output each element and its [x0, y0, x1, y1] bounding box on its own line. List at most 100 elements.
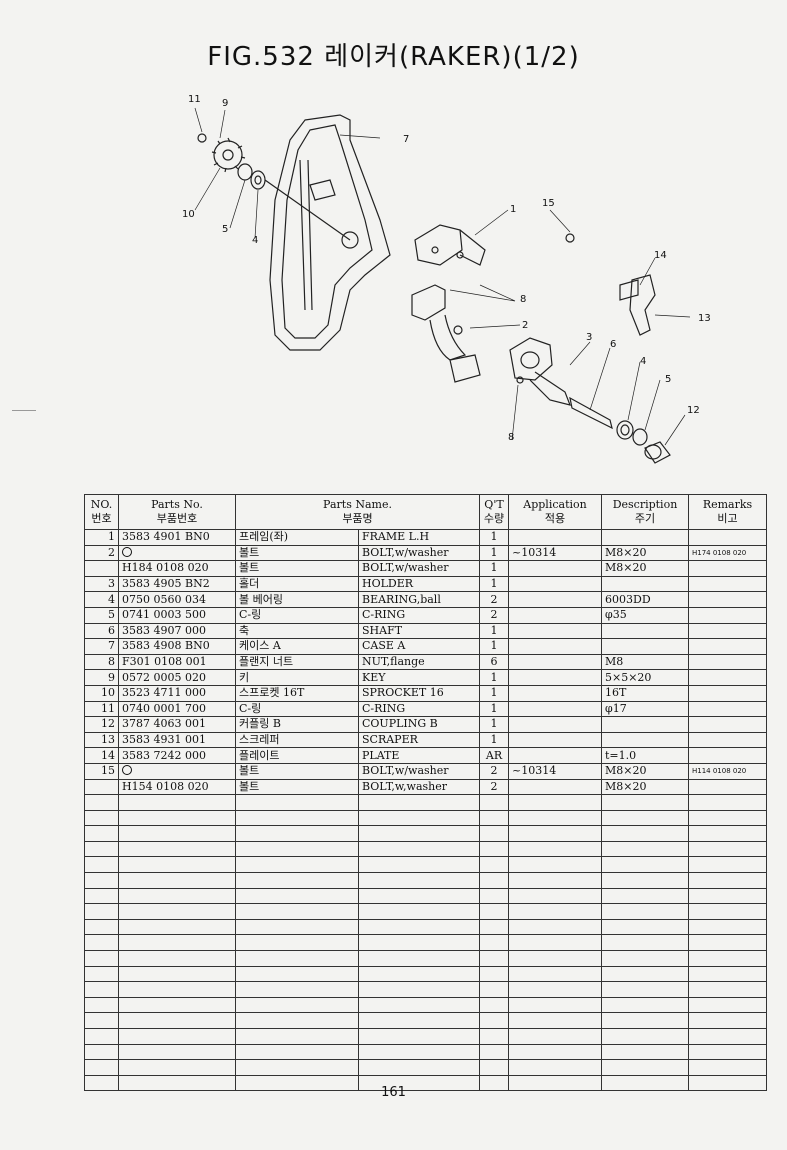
item-number-cell: 2 [84, 544, 119, 562]
empty-cell [479, 1043, 509, 1061]
empty-table-row [84, 918, 767, 936]
callout-5b: 5 [665, 374, 671, 385]
empty-cell [601, 840, 689, 858]
application-cell [508, 669, 602, 686]
empty-cell [358, 965, 480, 983]
item-number-cell [84, 778, 119, 796]
empty-cell [118, 950, 236, 967]
quantity-cell: 1 [479, 622, 509, 640]
empty-cell [688, 934, 767, 952]
empty-cell [84, 887, 119, 905]
empty-cell [358, 1012, 480, 1029]
quantity-cell: 2 [479, 778, 509, 796]
empty-cell [688, 965, 767, 983]
empty-table-row [84, 934, 767, 952]
empty-cell [688, 1059, 767, 1076]
empty-table-row [84, 809, 767, 827]
name-ko-cell: 축 [235, 622, 359, 640]
empty-cell [508, 794, 602, 811]
empty-cell [118, 840, 236, 858]
empty-cell [235, 1012, 359, 1029]
description-cell [601, 622, 689, 640]
empty-cell [358, 1028, 480, 1045]
empty-cell [84, 825, 119, 842]
empty-cell [235, 856, 359, 874]
remarks-cell [688, 638, 767, 655]
remarks-cell [688, 560, 767, 577]
empty-cell [235, 840, 359, 858]
callout-12: 12 [687, 405, 700, 416]
name-ko-cell: 프레임(좌) [235, 529, 359, 546]
empty-cell [601, 887, 689, 905]
name-ko-cell: 스프로켓 16T [235, 684, 359, 702]
empty-cell [235, 887, 359, 905]
empty-cell [84, 965, 119, 983]
description-cell [601, 731, 689, 749]
empty-cell [508, 950, 602, 967]
empty-cell [358, 1059, 480, 1076]
callout-6: 6 [610, 339, 616, 350]
empty-cell [84, 840, 119, 858]
remarks-cell: H114 0108 020 [688, 762, 767, 780]
part-number-cell: 3583 4907 000 [118, 622, 236, 640]
empty-cell [118, 809, 236, 827]
application-cell [508, 731, 602, 749]
empty-cell [688, 856, 767, 874]
empty-cell [688, 1074, 767, 1092]
name-ko-cell: 볼트 [235, 778, 359, 796]
empty-cell [84, 1028, 119, 1045]
empty-cell [601, 981, 689, 998]
empty-cell [688, 809, 767, 827]
empty-cell [601, 809, 689, 827]
empty-table-row [84, 1028, 767, 1045]
application-cell [508, 591, 602, 608]
empty-cell [84, 934, 119, 952]
empty-cell [479, 809, 509, 827]
callout-9: 9 [222, 98, 228, 109]
name-en-cell: HOLDER [358, 575, 480, 593]
empty-cell [118, 981, 236, 998]
empty-cell [508, 934, 602, 952]
empty-cell [479, 887, 509, 905]
empty-cell [358, 1043, 480, 1061]
empty-cell [601, 965, 689, 983]
empty-cell [508, 1059, 602, 1076]
remarks-cell [688, 716, 767, 733]
empty-cell [235, 825, 359, 842]
empty-cell [358, 809, 480, 827]
empty-cell [508, 856, 602, 874]
application-cell [508, 560, 602, 577]
name-en-cell: FRAME L.H [358, 529, 480, 546]
empty-cell [688, 872, 767, 889]
name-ko-cell: 볼 베어링 [235, 591, 359, 608]
part-number-cell [118, 762, 236, 780]
empty-cell [118, 903, 236, 920]
header-parts-no: Parts No.부품번호 [118, 494, 236, 530]
callout-11: 11 [188, 94, 201, 105]
description-cell [601, 716, 689, 733]
quantity-cell: 6 [479, 653, 509, 671]
name-ko-cell: 키 [235, 669, 359, 686]
remarks-cell [688, 653, 767, 671]
empty-cell [84, 809, 119, 827]
name-en-cell: COUPLING B [358, 716, 480, 733]
item-number-cell: 6 [84, 622, 119, 640]
part-number-cell: 3583 4905 BN2 [118, 575, 236, 593]
empty-cell [118, 1059, 236, 1076]
application-cell [508, 716, 602, 733]
part-number-cell: 3583 4901 BN0 [118, 529, 236, 546]
empty-cell [358, 903, 480, 920]
description-cell: 16T [601, 684, 689, 702]
part-number-cell [118, 544, 236, 562]
quantity-cell: 1 [479, 684, 509, 702]
empty-cell [84, 1043, 119, 1061]
empty-cell [118, 918, 236, 936]
name-en-cell: SHAFT [358, 622, 480, 640]
empty-cell [688, 1012, 767, 1029]
remarks-cell [688, 591, 767, 608]
part-number-cell: 0572 0005 020 [118, 669, 236, 686]
